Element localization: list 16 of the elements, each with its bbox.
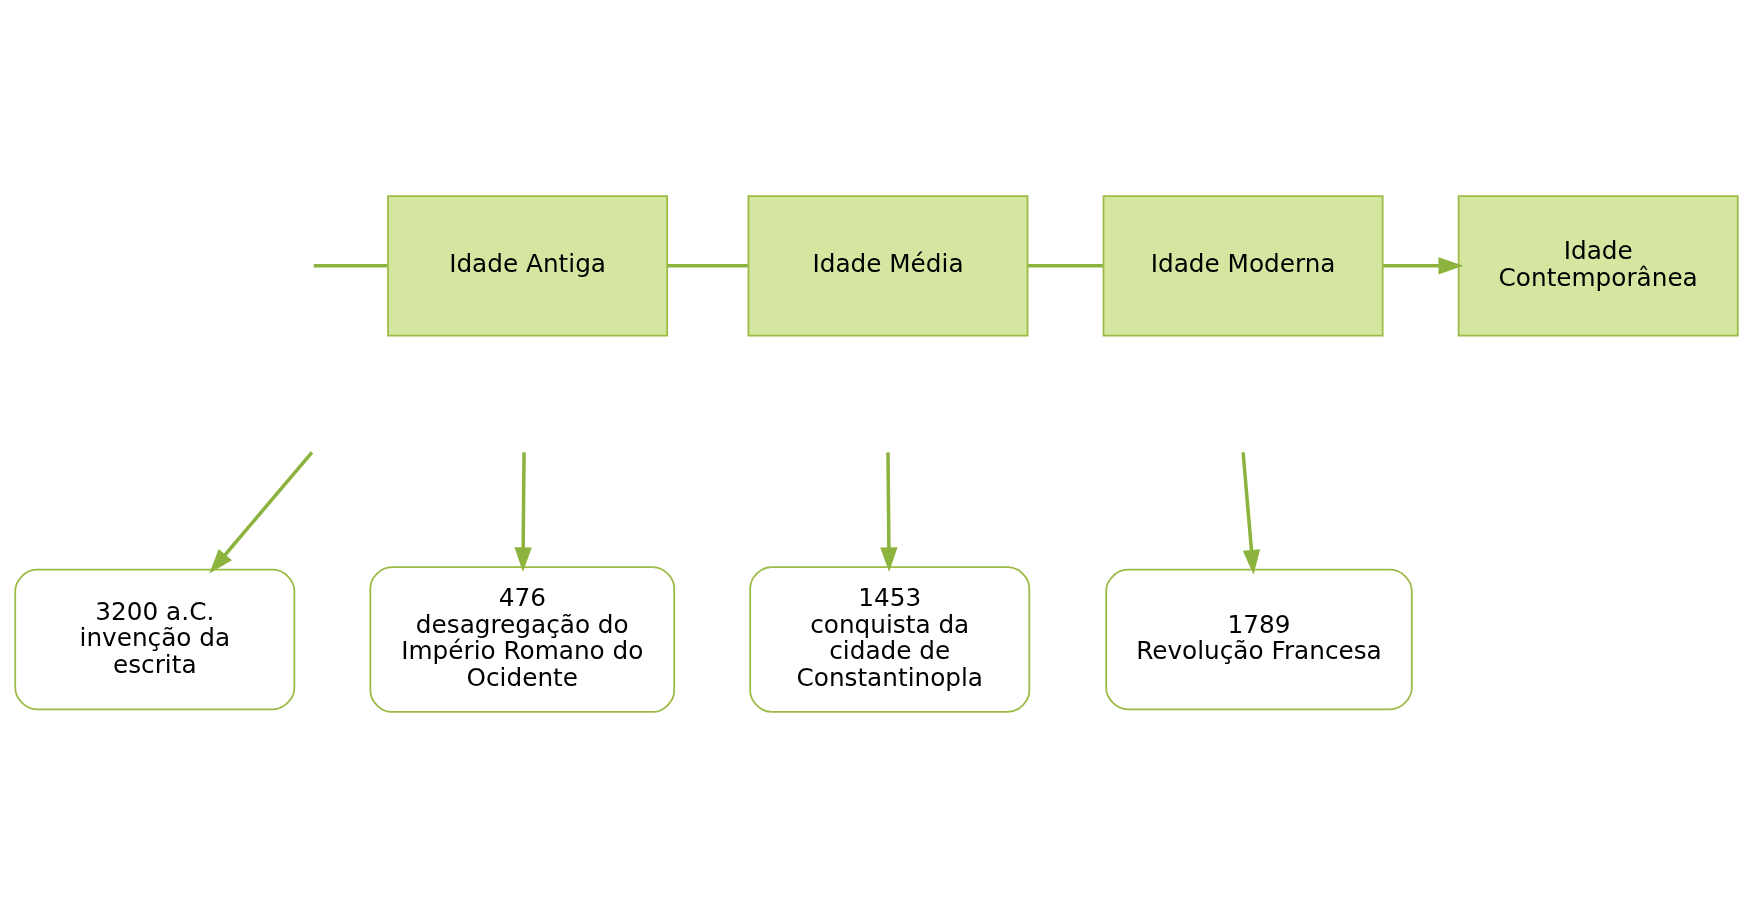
node-box: Idade Antiga [387, 194, 669, 336]
arrow [1383, 256, 1464, 274]
node-box: 3200 a.C. invenção da escrita [14, 568, 296, 710]
node-box: 1453 conquista da cidade de Constantinopla [749, 565, 1031, 713]
node-box: 476 desagregação do Império Romano do Ocidente [369, 565, 676, 713]
arrow [1241, 451, 1261, 575]
connector [313, 263, 388, 268]
node-box: Idade Moderna [1102, 194, 1384, 336]
node-box: Idade Média [747, 194, 1029, 336]
connector [1028, 263, 1103, 268]
arrow [514, 451, 532, 572]
arrow [880, 451, 898, 572]
arrow [209, 450, 314, 573]
node-box: Idade Contemporânea [1457, 194, 1739, 336]
node-box: 1789 Revolução Francesa [1105, 568, 1413, 710]
connector [667, 263, 748, 268]
